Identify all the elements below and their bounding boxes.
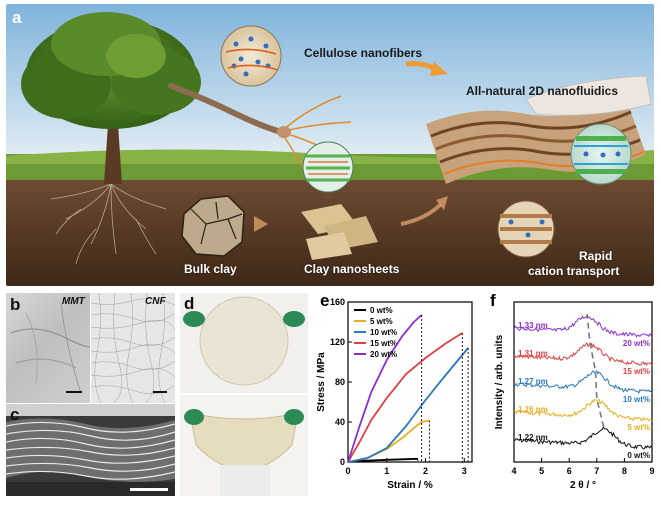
scale-bar-mmt xyxy=(66,391,82,393)
photo-flat-scene xyxy=(180,293,308,393)
cellulose-bubble xyxy=(220,25,282,87)
panel-d-photo-flat: d xyxy=(180,293,308,393)
d-spacing-label: 1.33 nm xyxy=(518,321,548,330)
legend-label: 15 wt% xyxy=(370,339,397,348)
series-line xyxy=(347,314,423,463)
panel-letter-a: a xyxy=(12,8,22,27)
series-label: 20 wt% xyxy=(623,339,650,348)
x-tick-label: 0 xyxy=(345,466,350,476)
x-tick-label: 8 xyxy=(622,466,627,476)
legend-label: 10 wt% xyxy=(370,328,397,337)
panel-letter-e: e xyxy=(320,291,329,310)
tree-foliage xyxy=(21,12,201,129)
mmt-texture xyxy=(10,302,90,394)
series-label: 10 wt% xyxy=(623,395,650,404)
panel-letter-c: c xyxy=(10,405,20,424)
x-tick-label: 9 xyxy=(649,466,654,476)
d-spacing-label: 1.26 nm xyxy=(518,405,548,414)
clay-nanosheets xyxy=(301,204,378,260)
y-tick-label: 80 xyxy=(335,377,345,387)
panel-b-mmt-image: b MMT xyxy=(6,293,90,403)
scale-bar-cnf xyxy=(153,391,167,393)
label-all-natural-nanofluidics: All-natural 2D nanofluidics xyxy=(466,84,619,98)
x-tick-label: 6 xyxy=(567,466,572,476)
peak-shift-trend-line xyxy=(586,314,605,428)
series-line xyxy=(347,457,418,463)
xrd-pattern-line xyxy=(513,369,653,395)
x-tick-label: 5 xyxy=(539,466,544,476)
series-line xyxy=(347,332,463,463)
x-tick-label: 2 xyxy=(423,466,428,476)
x-tick-label: 1 xyxy=(384,466,389,476)
label-rapid: Rapid xyxy=(579,249,613,263)
x-tick-label: 4 xyxy=(511,466,516,476)
series-line xyxy=(347,347,469,463)
fiber-strands xyxy=(280,95,352,175)
label-mmt: MMT xyxy=(62,296,85,307)
label-cation-transport: cation transport xyxy=(528,264,620,278)
series-label: 0 wt% xyxy=(627,451,650,460)
photo-bent-scene xyxy=(180,395,308,496)
y-tick-label: 160 xyxy=(330,297,345,307)
legend-label: 5 wt% xyxy=(370,317,393,326)
x-tick-label: 3 xyxy=(462,466,467,476)
d-spacing-label: 1.31 nm xyxy=(518,349,548,358)
y-tick-label: 40 xyxy=(335,417,345,427)
legend-label: 20 wt% xyxy=(370,350,397,359)
y-tick-label: 0 xyxy=(340,457,345,467)
xrd-pattern-line xyxy=(513,426,653,450)
wood-branch xyxy=(168,83,284,135)
tree-trunk xyxy=(86,86,139,184)
label-cnf: CNF xyxy=(145,296,166,307)
scale-bar-sem xyxy=(130,488,168,491)
panel-letter-d: d xyxy=(184,294,195,313)
sem-layers xyxy=(6,404,175,496)
label-cellulose-nanofibers: Cellulose nanofibers xyxy=(304,46,423,60)
d-spacing-label: 1.27 nm xyxy=(518,377,548,386)
plot-frame xyxy=(513,301,653,463)
bulk-clay xyxy=(181,195,245,257)
tree-roots xyxy=(50,183,167,265)
x-axis-label: Strain / % xyxy=(387,480,433,491)
panel-letter-f: f xyxy=(490,291,496,310)
xrd-pattern-line xyxy=(513,314,653,338)
series-label: 15 wt% xyxy=(623,367,650,376)
panel-f-xrd-chart: f 4 5 6 7 8 9 2 θ / ° Intensity / arb. units 1.2… xyxy=(490,291,655,491)
d-spacing-label: 1.22 nm xyxy=(518,433,548,442)
y-tick-label: 120 xyxy=(330,337,345,347)
x-axis-label: 2 θ / ° xyxy=(570,480,596,491)
legend-label: 0 wt% xyxy=(370,306,393,315)
xrd-pattern-line xyxy=(513,341,653,366)
series-label: 5 wt% xyxy=(627,423,650,432)
panel-b-cnf-image: CNF xyxy=(91,293,175,403)
y-axis-label: Stress / MPa xyxy=(316,352,327,412)
panel-a-illustration: a Cellulose nanofibers All-natural 2D na… xyxy=(6,4,654,286)
panel-letter-b: b xyxy=(10,295,21,314)
panel-a-scene xyxy=(6,4,654,286)
panel-d-photo-bent xyxy=(180,395,308,496)
label-bulk-clay: Bulk clay xyxy=(184,262,237,276)
cnf-texture xyxy=(91,293,175,403)
panel-c-sem-cross-section: c xyxy=(6,404,175,496)
label-clay-nanosheets: Clay nanosheets xyxy=(304,262,400,276)
x-tick-label: 7 xyxy=(594,466,599,476)
y-axis-label: Intensity / arb. units xyxy=(494,334,505,429)
xrd-pattern-line xyxy=(513,398,653,422)
